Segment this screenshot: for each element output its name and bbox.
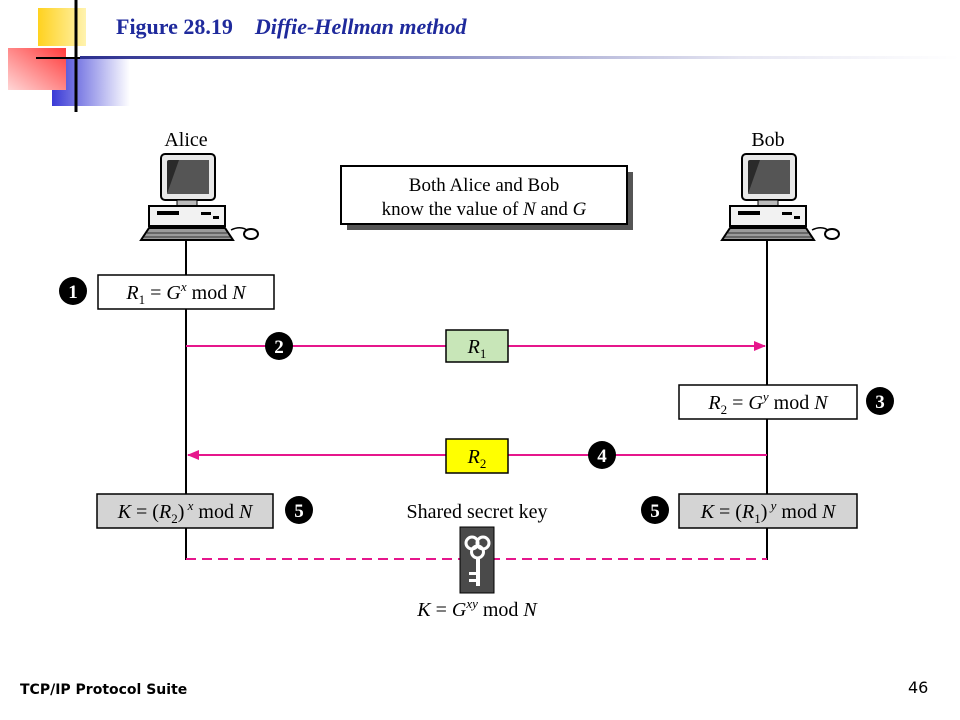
step-number: 1 — [68, 282, 78, 303]
page-number: 46 — [908, 678, 929, 697]
figure-title: Figure 28.19 Diffie-Hellman method — [116, 14, 467, 40]
key-icon — [459, 526, 495, 594]
computer-icon — [721, 153, 840, 241]
step-number: 4 — [597, 446, 607, 467]
bob-key-formula: K = (R1) y mod N — [700, 498, 837, 526]
shared-key-caption: Shared secret key — [406, 501, 547, 523]
slide-decoration — [8, 0, 140, 112]
r1-message: R1 — [467, 336, 487, 361]
shared-key-formula: K = Gxy mod N — [416, 596, 538, 621]
step-2: 2 R1 — [186, 329, 766, 363]
footer-source: TCP/IP Protocol Suite — [20, 682, 188, 698]
computer-icon — [140, 153, 259, 241]
note-line-2: know the value of — [382, 199, 523, 220]
step-number: 3 — [875, 392, 885, 413]
step-number: 2 — [274, 337, 284, 358]
step-5-bob: 5 K = (R1) y mod N — [641, 493, 858, 529]
party-bob-label: Bob — [751, 129, 784, 151]
title-underline — [80, 56, 960, 59]
shared-knowledge-note: Both Alice and Bob know the value of N a… — [340, 165, 633, 230]
step-4: R2 4 — [187, 438, 767, 474]
step-3: R2 = Gy mod N 3 — [678, 384, 894, 420]
step-number: 5 — [294, 501, 304, 522]
figure-number: Figure 28.19 — [116, 14, 233, 39]
step-number: 5 — [650, 501, 660, 522]
svg-text:know the value of N and G: know the value of N and G — [382, 199, 587, 220]
r2-message: R2 — [467, 446, 487, 471]
step-3-formula: R2 = Gy mod N — [707, 389, 829, 417]
figure-name: Diffie-Hellman method — [254, 14, 467, 39]
step-5-alice: K = (R2) x mod N 5 — [96, 493, 313, 529]
step-1: 1 R1 = Gx mod N — [59, 274, 275, 310]
party-alice-label: Alice — [164, 129, 207, 151]
alice-key-formula: K = (R2) x mod N — [117, 498, 254, 526]
note-line-1: Both Alice and Bob — [409, 175, 559, 196]
step-1-formula: R1 = Gx mod N — [125, 279, 247, 307]
